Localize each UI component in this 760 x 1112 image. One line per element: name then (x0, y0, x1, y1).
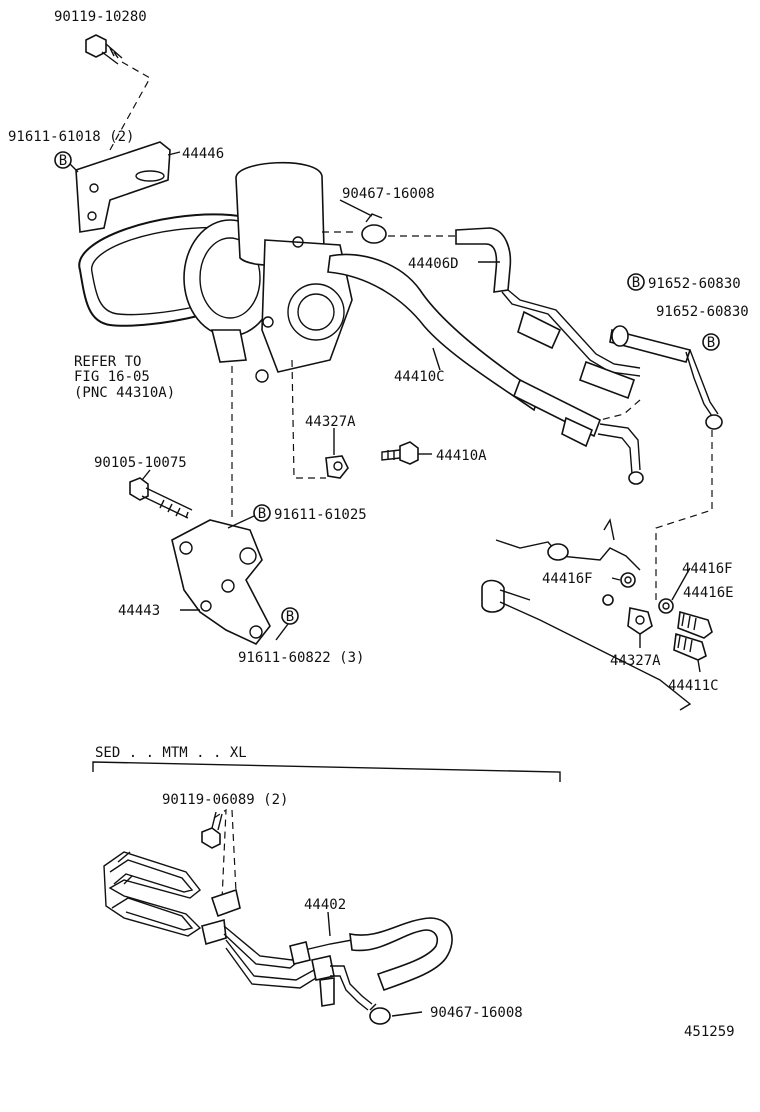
label-refer-line2: FIG 16-05 (74, 369, 150, 385)
svg-text:B: B (258, 506, 266, 522)
label-refer-line3: (PNC 44310A) (74, 385, 175, 401)
bolt-90119-10280 (85, 34, 123, 65)
label-pressure-hose: 44410C (394, 369, 445, 385)
svg-text:B: B (59, 153, 67, 169)
label-clamp-top: 90467-16008 (342, 186, 435, 202)
svg-text:B: B (632, 275, 640, 291)
bracket-44443 (171, 519, 271, 645)
bracket-44446 (75, 141, 171, 233)
label-clamp-lower: 44327A (610, 653, 661, 669)
steering-gear-housing (481, 518, 692, 711)
label-bolt-cooler: 90119-06089 (2) (162, 792, 288, 808)
clamp-44327a-lower (627, 607, 653, 635)
label-nut-mid: 91611-61025 (274, 507, 367, 523)
bolt-44411c (673, 632, 707, 661)
bolt-44416e (677, 610, 713, 639)
clamp-90467-16008-bottom (369, 1003, 391, 1025)
badge-b-icon-3: B (702, 333, 720, 351)
label-bolt-right1: 91652-60830 (648, 276, 741, 292)
badge-b-icon: B (54, 151, 72, 169)
svg-text:B: B (286, 609, 294, 625)
label-cooler: 44402 (304, 897, 346, 913)
return-pipe-right (609, 325, 723, 430)
clamp-44327a-mid (325, 455, 349, 479)
gasket-44416f-left (620, 572, 636, 588)
label-nut-lower: 91611-60822 (3) (238, 650, 364, 666)
union-bolt-44410a (381, 441, 419, 465)
label-bolt-top: 90119-10280 (54, 9, 147, 25)
label-gasket-mid: 44416F (542, 571, 593, 587)
label-hose-return: 44406D (408, 256, 459, 272)
bolt-90119-06089 (201, 811, 223, 849)
clamp-90467-16008-top (361, 213, 387, 244)
label-clamp-bottom: 90467-16008 (430, 1005, 523, 1021)
bolt-90105-10075 (129, 477, 193, 519)
label-bolt-44416e: 44416E (683, 585, 734, 601)
label-gasket-right: 44416F (682, 561, 733, 577)
label-bracket-lower: 44443 (118, 603, 160, 619)
label-refer-line1: REFER TO (74, 354, 141, 370)
badge-b-icon-4: B (253, 504, 271, 522)
label-bolt-left: 90105-10075 (94, 455, 187, 471)
badge-b-icon-5: B (281, 607, 299, 625)
return-hose-44406d (455, 227, 641, 400)
washer (602, 594, 614, 606)
power-steering-pump (183, 161, 353, 383)
svg-text:B: B (707, 335, 715, 351)
label-bolt-right2: 91652-60830 (656, 304, 749, 320)
oil-cooler-44402 (103, 851, 453, 1011)
pressure-hose-44410c (327, 253, 644, 485)
label-bolt-44411c: 44411C (668, 678, 719, 694)
figure-number: 451259 (684, 1024, 735, 1040)
label-nut-bracket: 91611-61018 (2) (8, 129, 134, 145)
section-title: SED . . MTM . . XL (95, 745, 247, 761)
label-union-bolt: 44410A (436, 448, 487, 464)
badge-b-icon-2: B (627, 273, 645, 291)
label-clamp-mid: 44327A (305, 414, 356, 430)
label-bracket-top: 44446 (182, 146, 224, 162)
gasket-44416f-right (658, 598, 674, 614)
